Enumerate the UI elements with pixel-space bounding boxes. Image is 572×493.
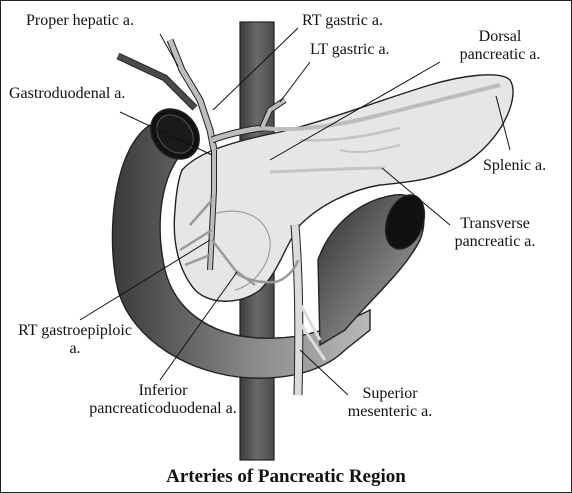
label-rt-gastric: RT gastric a. bbox=[302, 12, 383, 29]
label-inferior-pancreaticoduodenal-line1: Inferior bbox=[138, 382, 188, 399]
label-lt-gastric: LT gastric a. bbox=[310, 41, 390, 58]
label-transverse-pancreatic-line2: pancreatic a. bbox=[454, 233, 536, 250]
label-splenic: Splenic a. bbox=[483, 157, 547, 174]
label-dorsal-pancreatic-line2: pancreatic a. bbox=[459, 46, 541, 63]
leader-lines bbox=[79, 27, 511, 396]
label-inferior-pancreaticoduodenal: Inferior pancreaticoduodenal a. bbox=[68, 382, 258, 418]
label-rt-gastroepiploic-line2: a. bbox=[69, 340, 81, 357]
figure-title: Arteries of Pancreatic Region bbox=[166, 466, 406, 487]
transverse-pancreatic-artery bbox=[269, 166, 386, 174]
label-gastroduodenal: Gastroduodenal a. bbox=[9, 85, 126, 102]
label-superior-mesenteric-line2: mesenteric a. bbox=[347, 403, 433, 420]
label-rt-gastroepiploic-line1: RT gastroepiploic bbox=[18, 322, 132, 339]
duodenum bbox=[111, 124, 371, 379]
label-transverse-pancreatic: Transverse pancreatic a. bbox=[430, 215, 560, 251]
label-dorsal-pancreatic-line1: Dorsal bbox=[478, 28, 522, 45]
splenic-artery bbox=[261, 83, 501, 132]
pancreas bbox=[173, 74, 514, 302]
label-superior-mesenteric: Superior mesenteric a. bbox=[330, 385, 450, 421]
label-rt-gastroepiploic: RT gastroepiploic a. bbox=[0, 322, 150, 358]
label-transverse-pancreatic-line1: Transverse bbox=[460, 215, 530, 232]
label-dorsal-pancreatic: Dorsal pancreatic a. bbox=[440, 28, 560, 64]
inferior-pancreaticoduodenal-artery bbox=[234, 259, 300, 284]
label-proper-hepatic: Proper hepatic a. bbox=[26, 12, 134, 29]
label-inferior-pancreaticoduodenal-line2: pancreaticoduodenal a. bbox=[89, 400, 237, 417]
label-superior-mesenteric-line1: Superior bbox=[362, 385, 418, 402]
